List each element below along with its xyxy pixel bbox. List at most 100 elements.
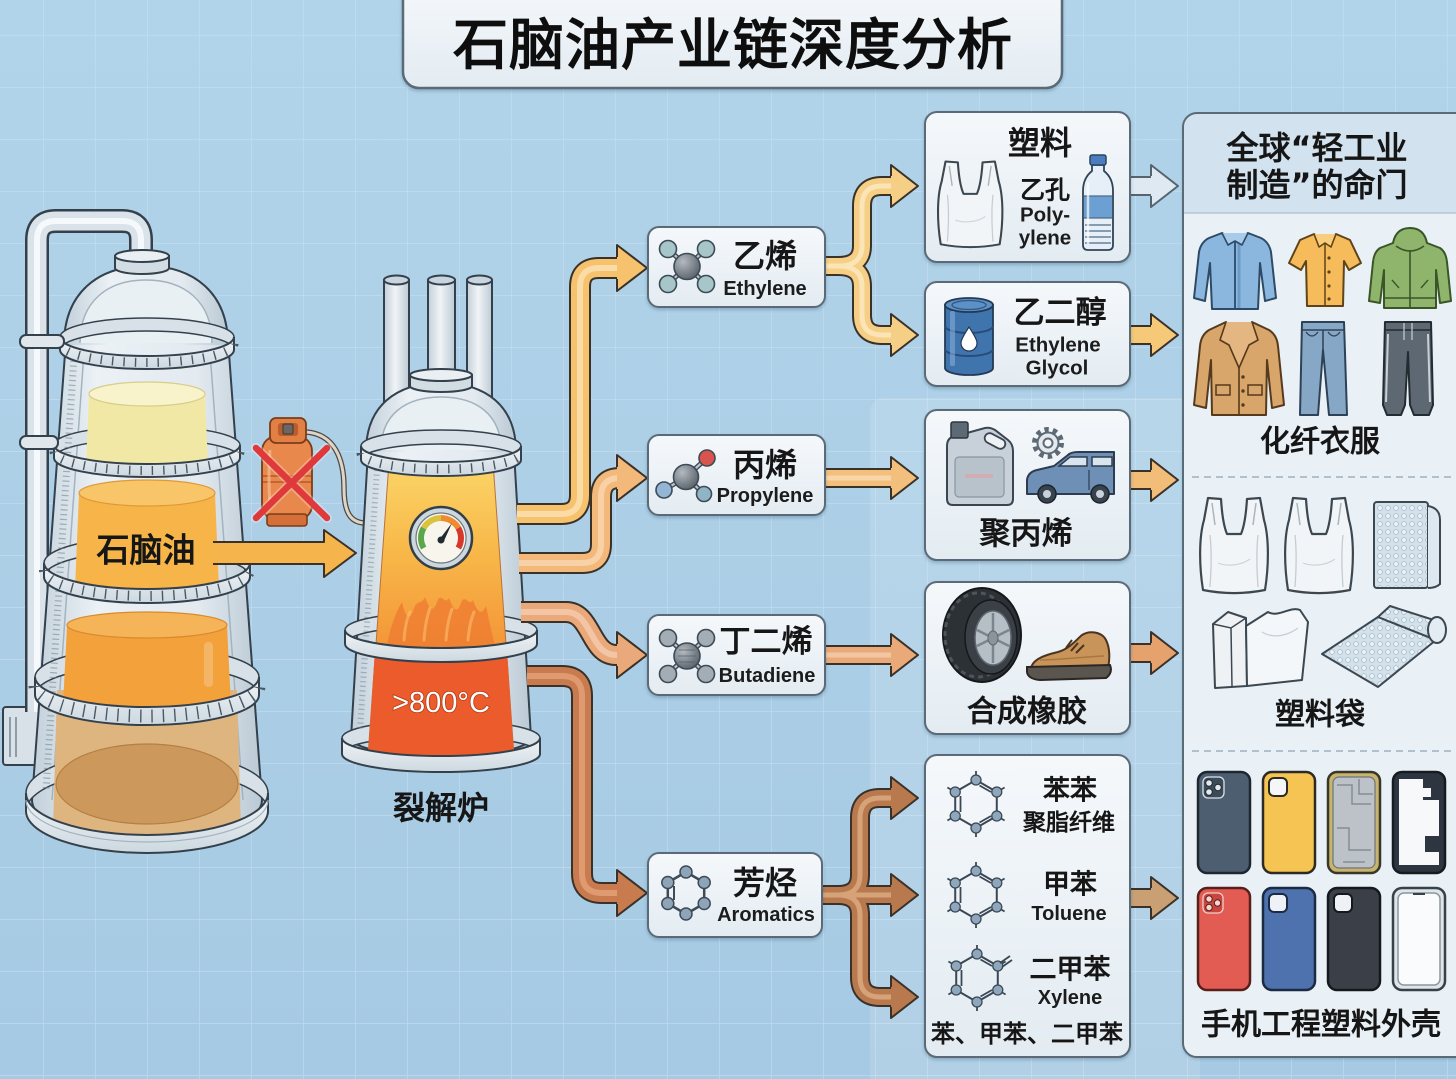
section-plastic-bags: 塑料袋	[1199, 496, 1447, 733]
butadiene-name-zh: 丁二烯	[720, 624, 813, 660]
short-sleeve-shirt-icon	[1288, 233, 1362, 307]
gear-icon	[1032, 427, 1064, 459]
arrow-body	[213, 530, 356, 577]
title-box	[401, 0, 1064, 90]
phone-case-transparent-frame-icon	[1326, 770, 1382, 875]
column-cap	[114, 249, 170, 275]
product-synthetic-rubber: 合成橡胶	[924, 581, 1131, 735]
arrowhead	[1150, 876, 1179, 920]
chimney-middle	[427, 279, 456, 381]
section-phone-cases: 手机工程塑料外壳	[1196, 770, 1447, 1043]
arrow-butadiene-to-rubber	[825, 633, 919, 677]
arrowhead	[1150, 458, 1179, 502]
arrowhead-to-ethylene-glycol	[890, 313, 919, 357]
propylene-name-zh: 丙烯	[733, 446, 797, 484]
propylene-name-en: Propylene	[717, 485, 814, 507]
aromatic-item-1-use: 聚脂纤维	[1022, 809, 1115, 836]
ethylene-molecule-icon	[658, 239, 716, 294]
arrow-furnace-to-ethylene	[517, 244, 648, 525]
cracking-furnace: >800°C 裂解炉	[341, 274, 541, 827]
arrow-aromatic-products-to-end-uses	[1130, 876, 1179, 920]
naphtha-label: 石脑油	[96, 531, 196, 570]
phone-case-charcoal-icon	[1326, 886, 1382, 992]
arrow-plastics-to-end-uses	[1130, 164, 1179, 208]
aromatic-item-3-en: Xylene	[1038, 987, 1102, 1009]
arrow-furnace-to-aromatics	[527, 665, 648, 917]
aromatics-summary: 苯、甲苯、二甲苯	[930, 1020, 1123, 1048]
synthetic-rubber-label: 合成橡胶	[967, 695, 1087, 730]
intermediate-propylene: 丙烯 Propylene	[647, 434, 826, 516]
title-banner: 石脑油产业链深度分析	[401, 0, 1064, 90]
arrowhead-to-toluene	[890, 873, 919, 917]
arrow-furnace-to-butadiene	[521, 601, 648, 679]
furnace-rings	[341, 445, 541, 773]
sweatpants-icon	[1382, 321, 1434, 416]
end-use-panel-header	[1184, 114, 1456, 213]
intermediate-aromatics: 芳烃 Aromatics	[647, 852, 823, 938]
arrowhead-to-plastics	[890, 164, 919, 208]
bubble-wrap-sheet-icon	[1321, 605, 1447, 688]
column-section-residue	[53, 690, 241, 845]
drop-icon	[960, 325, 978, 352]
hoodie-icon	[1368, 227, 1452, 309]
plastic-bags-label: 塑料袋	[1275, 698, 1365, 733]
arrow-highlight	[517, 265, 619, 517]
water-bottle-icon	[1082, 154, 1114, 251]
aromatic-item-2-en: Toluene	[1031, 903, 1106, 925]
propylene-box	[647, 434, 826, 516]
ethylene-glycol-zh: 乙二醇	[1014, 295, 1107, 331]
propylene-molecule-icon	[655, 449, 716, 503]
arrowhead	[1150, 631, 1179, 675]
furnace-scale	[357, 469, 380, 731]
arrow-furnace-to-propylene	[519, 454, 648, 574]
end-use-title-line1: 全球“轻工业	[1225, 129, 1407, 167]
arrow-polypropylene-to-end-uses	[1130, 458, 1179, 502]
column-section-naphtha	[75, 479, 219, 597]
junction-box	[2, 706, 40, 766]
column-section-heavy-fraction	[63, 611, 231, 716]
temperature-gauge-icon	[408, 505, 474, 571]
aromatic-item-2-name: 甲苯	[1043, 870, 1097, 901]
furnace-high-temp-zone	[368, 650, 514, 762]
phone-case-yellow-icon	[1261, 770, 1317, 875]
arrow-ethylene-fork	[825, 164, 919, 357]
polypropylene-label: 聚丙烯	[979, 516, 1073, 552]
arrow-outline	[213, 529, 357, 578]
phone-case-black-frame-icon	[1391, 770, 1447, 875]
phone-case-clear-icon	[1391, 886, 1447, 992]
cross-icon	[251, 443, 332, 523]
arrowhead	[890, 456, 919, 500]
ethylene-glycol-en-line1: Ethylene	[1015, 334, 1100, 357]
product-plastics: 塑料 乙孔 Poly- ylene	[924, 111, 1131, 263]
jeans-icon	[1299, 321, 1348, 416]
furnace-cap	[409, 368, 473, 393]
plastics-polymer-en-line1: Poly-	[1020, 204, 1070, 227]
pipe-clamps	[19, 334, 65, 450]
section-synthetic-fiber-clothing: 化纤衣服	[1193, 227, 1452, 460]
long-sleeve-shirt-icon	[1193, 232, 1277, 310]
ethylene-name-zh: 乙烯	[733, 237, 797, 275]
phone-case-blue-icon	[1261, 886, 1317, 992]
arrow-glycol-to-end-uses	[1130, 313, 1179, 357]
ethylene-box	[647, 226, 826, 308]
column-section-light-fraction	[86, 381, 208, 471]
plastics-polymer-en-line2: ylene	[1019, 227, 1071, 250]
car-icon	[1026, 451, 1115, 504]
methyl-bond	[999, 955, 1013, 968]
ethylene-glycol-en-line2: Glycol	[1026, 357, 1089, 380]
arrow-highlight	[527, 673, 620, 896]
plastics-title: 塑料	[1008, 124, 1072, 162]
product-ethylene-glycol: 乙二醇 Ethylene Glycol	[924, 281, 1131, 387]
product-polypropylene: 聚丙烯	[924, 409, 1131, 561]
arrowhead-to-benzene	[890, 776, 919, 820]
butadiene-name-en: Butadiene	[719, 665, 816, 687]
arrow-aromatics-fork	[822, 776, 919, 1019]
arrow-highlight	[822, 795, 893, 1000]
end-use-panel: 全球“轻工业 制造”的命门	[1182, 112, 1456, 1058]
plastics-polymer-zh: 乙孔	[1020, 176, 1070, 205]
arrow-highlight	[519, 475, 621, 566]
arrow-highlight	[521, 609, 620, 658]
phone-cases-label: 手机工程塑料外壳	[1201, 1008, 1441, 1043]
butadiene-box	[647, 614, 826, 696]
